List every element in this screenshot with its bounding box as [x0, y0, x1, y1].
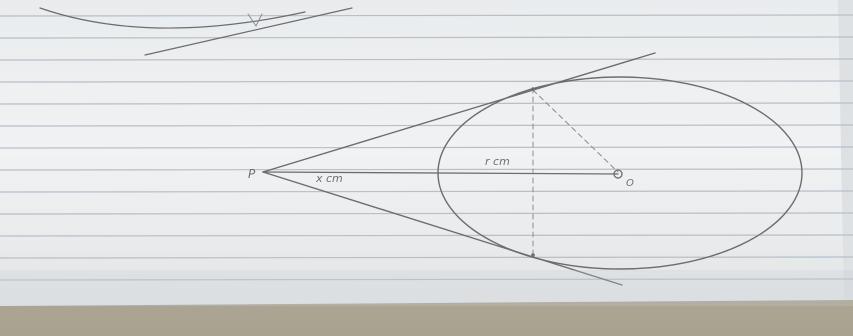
- upper-tangent-line: [262, 52, 656, 173]
- point-label: P: [248, 167, 256, 181]
- center-label: O: [626, 178, 634, 189]
- distance-label: x cm: [315, 172, 343, 185]
- radius-label: r cm: [485, 155, 510, 168]
- paper-right-edge: [838, 0, 853, 300]
- ruled-lines: [0, 14, 853, 281]
- tangent-point-upper: [531, 87, 535, 91]
- center-point-o: [613, 169, 623, 179]
- lower-tangent-line: [262, 171, 623, 286]
- tangent-point-lower: [531, 253, 535, 257]
- paper-sheet: [0, 0, 853, 306]
- center-line: [262, 171, 619, 175]
- tangent-sketch: [262, 52, 803, 286]
- photo-shadow: [0, 270, 853, 306]
- radius-line: [532, 89, 619, 173]
- previous-sketch-fragment: [39, 7, 353, 56]
